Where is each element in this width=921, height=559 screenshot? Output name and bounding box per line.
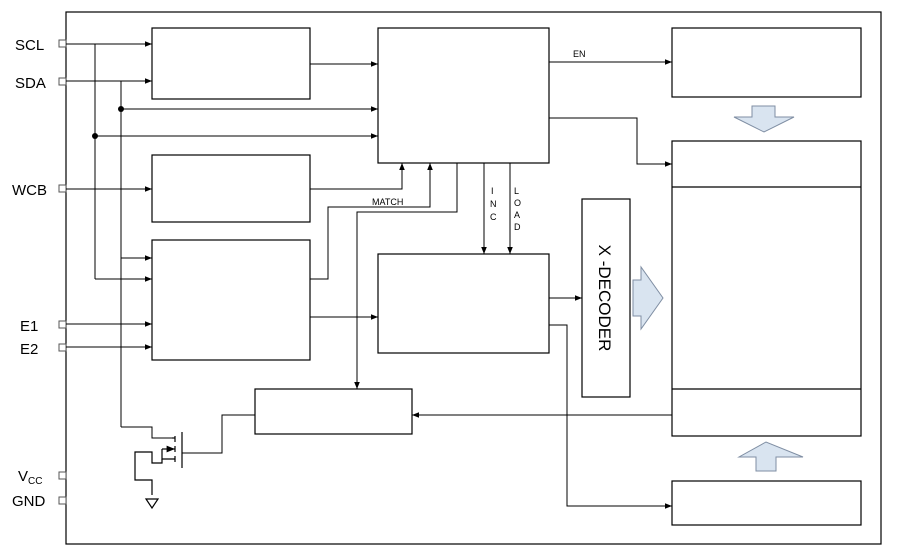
- load-char: D: [514, 222, 521, 232]
- data-register-block: [254, 388, 413, 435]
- serial-interface-block: [151, 27, 311, 100]
- x-decoder-block: [581, 198, 631, 398]
- match-label: MATCH: [372, 197, 403, 207]
- en-label: EN: [573, 49, 586, 59]
- pin-gnd-label: GND: [12, 493, 46, 510]
- write-control-block: [151, 154, 311, 223]
- vcc-sub: CC: [28, 476, 42, 487]
- load-char: A: [514, 210, 520, 220]
- sense-amp-block: [671, 480, 862, 526]
- pin-e2-label: E2: [20, 341, 38, 358]
- nmos-transistor: [134, 432, 183, 510]
- address-compare-block: [151, 239, 311, 361]
- pin-wcb-box: [58, 184, 67, 193]
- wire-control-to-register: [354, 163, 458, 389]
- pin-sda-label: SDA: [15, 75, 46, 92]
- inc-label: I N C: [490, 186, 497, 222]
- pin-boxes: [58, 39, 67, 505]
- address-counter-block: [377, 253, 550, 354]
- junction-sda: [118, 106, 124, 112]
- pin-e2-box: [58, 343, 67, 352]
- inc-char: I: [491, 186, 494, 196]
- junction-scl: [92, 133, 98, 139]
- wire-register-to-gate: [182, 414, 255, 454]
- pin-e1-label: E1: [20, 318, 38, 335]
- wire-control-to-memory: [549, 117, 672, 167]
- pin-wcb-label: WCB: [12, 182, 47, 199]
- control-logic-block: [377, 27, 550, 164]
- pin-sda-box: [58, 77, 67, 86]
- pin-vcc-box: [58, 471, 67, 480]
- load-char: L: [514, 186, 519, 196]
- chip-outline: [65, 11, 882, 545]
- down-arrow-hv-to-memory: [733, 105, 795, 133]
- load-label: L O A D: [514, 186, 521, 232]
- right-arrow-decoder-to-memory: [632, 265, 664, 331]
- up-arrow-sense-to-memory: [737, 441, 804, 472]
- wire-match-to-control: [310, 163, 433, 280]
- pin-scl-label: SCL: [15, 37, 44, 54]
- memory-array-block: [671, 140, 862, 437]
- inc-char: N: [490, 199, 497, 209]
- wire-write-to-control: [310, 163, 405, 190]
- pin-gnd-box: [58, 496, 67, 505]
- inc-char: C: [490, 212, 497, 222]
- pin-scl-box: [58, 39, 67, 48]
- wire-sda-to-transistor: [121, 426, 172, 439]
- pin-vcc-label: VCC: [18, 468, 42, 487]
- hv-generator-block: [671, 27, 862, 98]
- pin-e1-box: [58, 320, 67, 329]
- vcc-main: V: [18, 468, 28, 485]
- load-char: O: [514, 198, 521, 208]
- x-decoder-label: X -DECODER: [595, 245, 614, 352]
